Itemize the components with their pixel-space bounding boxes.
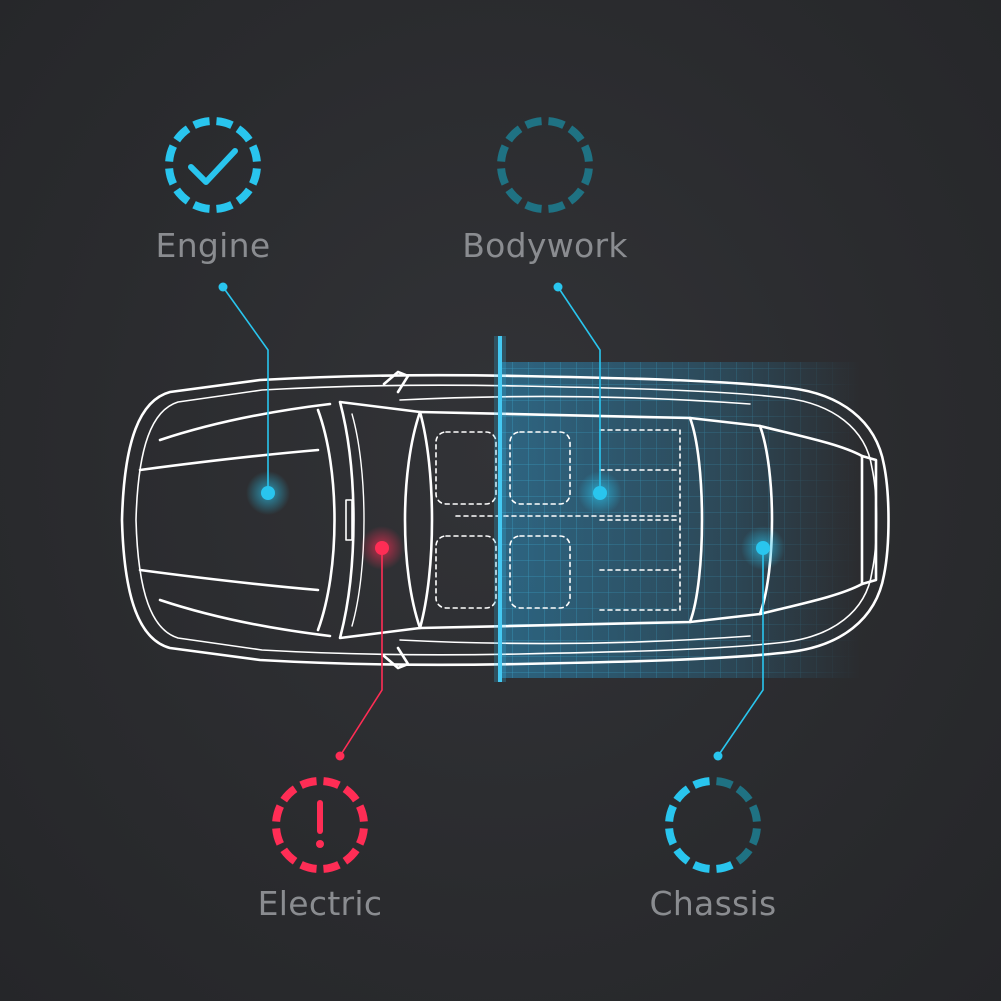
- bodywork-status-badge[interactable]: [493, 113, 597, 217]
- ring-segment: [173, 125, 191, 143]
- bodywork-connector: [557, 286, 601, 493]
- ring-segment: [280, 847, 298, 865]
- ring-segment: [280, 785, 298, 803]
- ring-segment: [524, 117, 543, 129]
- ring-segment: [235, 187, 253, 205]
- ring-segment: [215, 201, 234, 213]
- electric-connector: [339, 548, 383, 757]
- ring-segment: [567, 187, 585, 205]
- hotspot-engine[interactable]: [246, 471, 290, 515]
- ring-segment: [749, 827, 761, 846]
- engine-status-badge[interactable]: [161, 113, 265, 217]
- ring-segment: [505, 125, 523, 143]
- bodywork-label: Bodywork: [462, 226, 628, 265]
- chassis-label: Chassis: [649, 884, 777, 923]
- ring-segment: [342, 785, 360, 803]
- ring-segment: [749, 804, 761, 823]
- ring-segment: [581, 144, 593, 163]
- electric-label: Electric: [257, 884, 383, 923]
- status-ring: [497, 117, 593, 213]
- chassis-connector: [717, 548, 764, 757]
- ring-segment: [322, 777, 341, 789]
- connector-lines: [222, 286, 764, 757]
- hotspot-electric[interactable]: [360, 526, 404, 570]
- ring-segment: [665, 804, 677, 823]
- ring-segment: [249, 144, 261, 163]
- ring-segment: [715, 861, 734, 873]
- ring-segment: [735, 785, 753, 803]
- engine-connector: [222, 286, 269, 493]
- ring-segment: [497, 144, 509, 163]
- ring-segment: [173, 187, 191, 205]
- electric-status-badge[interactable]: [268, 773, 372, 877]
- ring-segment: [356, 827, 368, 846]
- ring-segment: [192, 117, 211, 129]
- scan-line: [494, 336, 506, 682]
- ring-segment: [356, 804, 368, 823]
- ring-segment: [235, 125, 253, 143]
- hotspot-bodywork[interactable]: [578, 471, 622, 515]
- ring-segment: [581, 167, 593, 186]
- engine-label: Engine: [155, 226, 271, 265]
- ring-segment: [547, 117, 566, 129]
- ring-segment: [165, 167, 177, 186]
- ring-segment: [299, 861, 318, 873]
- ring-segment: [272, 804, 284, 823]
- ring-segment: [547, 201, 566, 213]
- chassis-status-badge[interactable]: [661, 773, 765, 877]
- hotspot-chassis[interactable]: [741, 526, 785, 570]
- ring-segment: [299, 777, 318, 789]
- ring-segment: [165, 144, 177, 163]
- ring-segment: [322, 861, 341, 873]
- ring-segment: [249, 167, 261, 186]
- ring-segment: [342, 847, 360, 865]
- status-ring: [165, 117, 261, 213]
- car-outline: [120, 370, 890, 670]
- ring-segment: [715, 777, 734, 789]
- status-ring: [272, 777, 368, 873]
- ring-segment: [673, 785, 691, 803]
- ring-segment: [692, 861, 711, 873]
- ring-segment: [497, 167, 509, 186]
- status-ring: [665, 777, 761, 873]
- ring-segment: [215, 117, 234, 129]
- ring-segment: [692, 777, 711, 789]
- ring-segment: [735, 847, 753, 865]
- ring-segment: [673, 847, 691, 865]
- ring-segment: [524, 201, 543, 213]
- ring-segment: [505, 187, 523, 205]
- exclamation-icon: [316, 800, 324, 848]
- ring-segment: [272, 827, 284, 846]
- connector-dots: [218, 282, 723, 761]
- ring-segment: [192, 201, 211, 213]
- ring-segment: [567, 125, 585, 143]
- ring-segment: [665, 827, 677, 846]
- checkmark-icon: [188, 148, 238, 185]
